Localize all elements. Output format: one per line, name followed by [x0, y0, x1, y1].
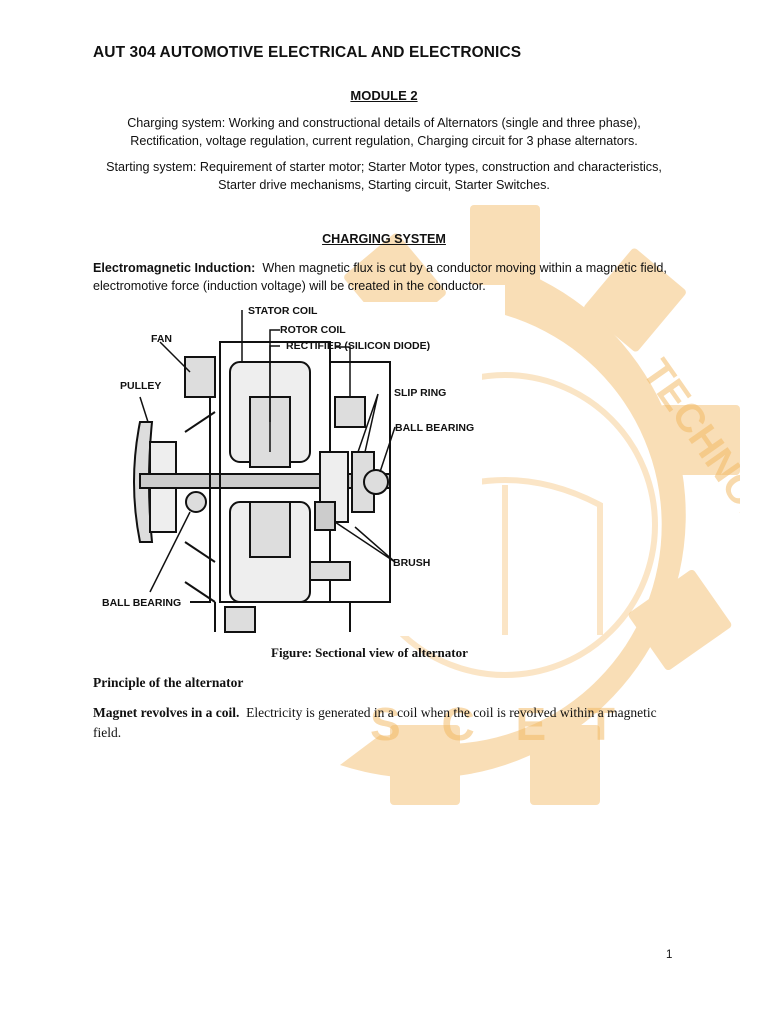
figure-caption: Figure: Sectional view of alternator — [271, 645, 468, 660]
label-fan: FAN — [151, 333, 172, 345]
label-rectifier: RECTIFIER (SILICON DIODE) — [286, 340, 430, 352]
principle-heading: Principle of the alternator — [93, 675, 244, 690]
label-brush: BRUSH — [393, 557, 430, 569]
induction-text: When magnetic flux is cut by a conductor… — [93, 261, 667, 293]
document-title: AUT 304 AUTOMOTIVE ELECTRICAL AND ELECTR… — [93, 44, 522, 61]
label-slip-ring: SLIP RING — [394, 387, 446, 399]
label-ball-bearing-left: BALL BEARING — [102, 597, 181, 609]
section-heading: CHARGING SYSTEM — [322, 232, 446, 246]
module-heading: MODULE 2 — [350, 88, 418, 103]
alternator-sectional-diagram: STATOR COIL ROTOR COIL RECTIFIER (SILICO… — [90, 302, 482, 636]
label-rotor-coil: ROTOR COIL — [280, 324, 346, 336]
induction-term: Electromagnetic Induction: — [93, 261, 256, 275]
principle-paragraph: Magnet revolves in a coil. Electricity i… — [93, 703, 683, 742]
syllabus-charging: Charging system: Working and constructio… — [127, 116, 641, 148]
syllabus-starting: Starting system: Requirement of starter … — [106, 160, 662, 192]
watermark-bottom-text: S C E T — [370, 698, 629, 750]
label-stator-coil: STATOR COIL — [248, 305, 318, 317]
principle-lead: Magnet revolves in a coil. — [93, 705, 240, 720]
principle-body: Electricity is generated in a coil when … — [93, 705, 657, 740]
label-pulley: PULLEY — [120, 380, 161, 392]
label-ball-bearing-right: BALL BEARING — [395, 422, 474, 434]
page-number: 1 — [666, 949, 673, 961]
induction-paragraph: Electromagnetic Induction: When magnetic… — [93, 260, 693, 295]
